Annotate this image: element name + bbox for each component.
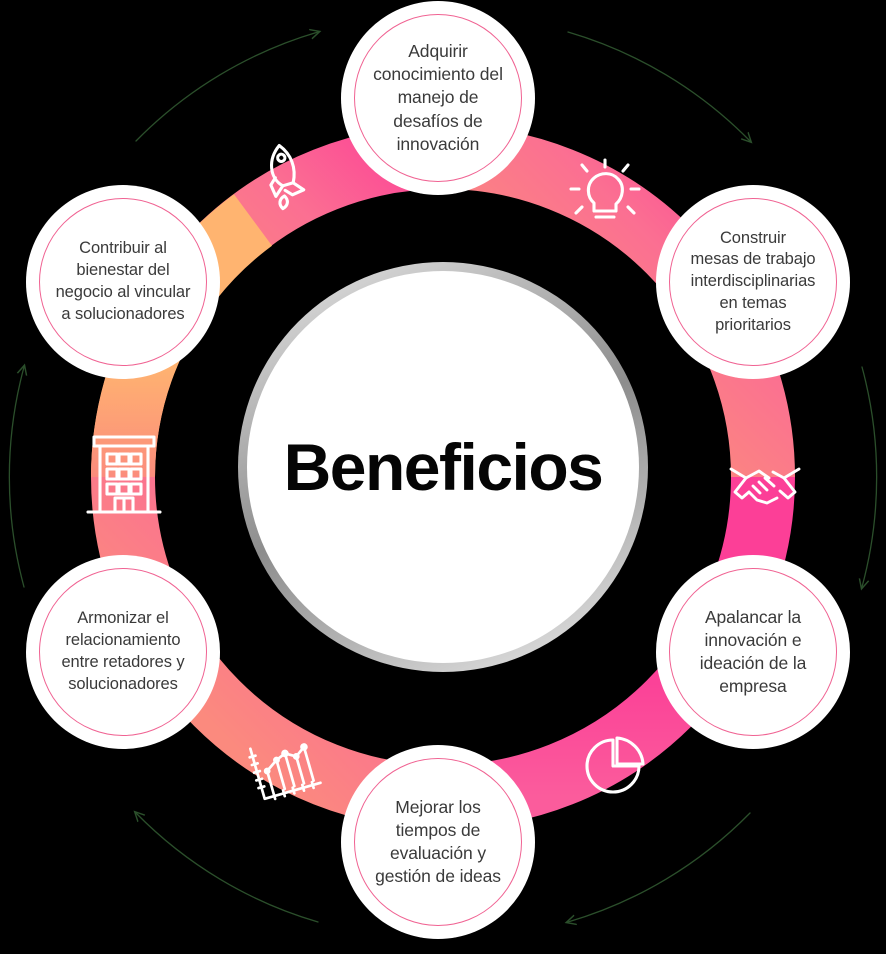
node-label: Adquirir conocimiento del manejo de desa…	[365, 40, 511, 155]
node-bubble-contribuir-bienestar[interactable]: Contribuir al bienestar del negocio al v…	[33, 192, 213, 372]
node-bubble-ring: Contribuir al bienestar del negocio al v…	[39, 198, 207, 366]
node-line: bienestar del	[76, 261, 170, 280]
center-hub: Beneficios	[238, 262, 648, 672]
node-line: Armonizar el	[77, 609, 169, 628]
node-line: interdisciplinarias	[690, 272, 816, 291]
node-bubble-ring: Apalancar la innovación e ideación de la…	[669, 568, 837, 736]
outer-arrow-left	[8, 367, 24, 588]
node-label: Construir mesas de trabajo interdiscipli…	[683, 228, 824, 337]
building-icon	[86, 435, 162, 514]
node-line: desafíos de	[393, 110, 483, 131]
outer-arrow-bottom-left	[136, 813, 319, 923]
node-label: Contribuir al bienestar del negocio al v…	[48, 238, 199, 325]
node-bubble-mejorar-tiempos[interactable]: Mejorar los tiempos de evaluación y gest…	[348, 752, 528, 932]
node-line: conocimiento del	[373, 64, 503, 85]
node-line: a solucionadores	[61, 304, 185, 323]
outer-arrow-top	[135, 32, 318, 142]
node-line: Apalancar la	[704, 606, 802, 627]
node-line: Adquirir	[408, 41, 468, 62]
outer-arrow-right	[862, 366, 878, 587]
node-line: tiempos de	[395, 819, 481, 840]
page-title: Beneficios	[283, 430, 604, 504]
node-line: negocio al vincular	[55, 283, 191, 301]
rocket-icon	[269, 143, 306, 211]
line-chart-icon	[248, 743, 322, 801]
node-line: Contribuir al	[79, 239, 167, 258]
node-line: Mejorar los	[395, 796, 481, 817]
node-line: mesas de trabajo	[690, 250, 816, 269]
node-line: evaluación y	[389, 843, 487, 863]
node-line: empresa	[719, 676, 787, 697]
node-bubble-armonizar-relacionamiento[interactable]: Armonizar el relacionamiento entre retad…	[33, 562, 213, 742]
handshake-icon	[729, 467, 801, 505]
node-line: solucionadores	[68, 674, 178, 693]
node-label: Armonizar el relacionamiento entre retad…	[53, 608, 192, 695]
pie-chart-icon	[585, 736, 645, 794]
outer-arrow-bottom-right	[568, 812, 751, 922]
node-bubble-apalancar-innovacion[interactable]: Apalancar la innovación e ideación de la…	[663, 562, 843, 742]
node-bubble-ring: Mejorar los tiempos de evaluación y gest…	[354, 758, 522, 926]
node-line: Construir	[719, 228, 787, 247]
node-bubble-adquirir-conocimiento[interactable]: Adquirir conocimiento del manejo de desa…	[348, 8, 528, 188]
node-line: entre retadores y	[61, 653, 185, 671]
node-line: en temas	[719, 293, 787, 312]
node-line: ideación de la	[699, 653, 807, 673]
node-bubble-ring: Armonizar el relacionamiento entre retad…	[39, 568, 207, 736]
node-line: relacionamiento	[65, 631, 181, 650]
outer-arrow-top-right	[567, 31, 750, 141]
node-bubble-ring: Adquirir conocimiento del manejo de desa…	[354, 14, 522, 182]
node-label: Mejorar los tiempos de evaluación y gest…	[367, 796, 509, 888]
node-line: innovación	[396, 133, 480, 154]
node-label: Apalancar la innovación e ideación de la…	[692, 606, 815, 698]
node-line: gestión de ideas	[375, 866, 501, 887]
lightbulb-icon	[569, 158, 641, 219]
node-bubble-construir-mesas[interactable]: Construir mesas de trabajo interdiscipli…	[663, 192, 843, 372]
node-line: manejo de	[397, 87, 479, 108]
node-line: innovación e	[704, 629, 802, 650]
node-bubble-ring: Construir mesas de trabajo interdiscipli…	[669, 198, 837, 366]
node-line: prioritarios	[715, 315, 791, 334]
outer-arrow-group	[8, 31, 878, 923]
ring-arc-right	[442, 476, 795, 829]
